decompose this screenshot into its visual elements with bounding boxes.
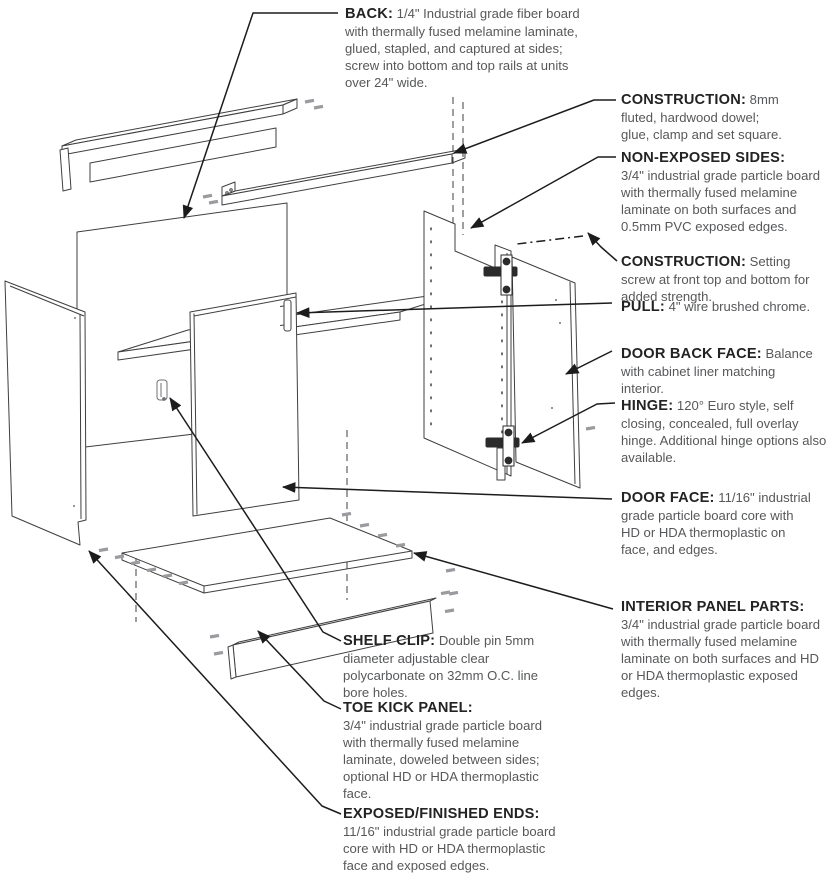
note-text: 3/4" industrial grade particle board wit… [343, 718, 542, 801]
note-text: Double pin 5mm diameter adjustable clear… [343, 633, 539, 700]
note-text: 4" wire brushed chrome. [668, 299, 811, 314]
hinge-top [483, 254, 518, 296]
leader-construction-dashdot [516, 235, 584, 245]
note-label: DOOR BACK FACE: [621, 346, 762, 362]
leader-toe-kick [257, 630, 342, 710]
note-label: CONSTRUCTION: [621, 92, 747, 108]
note-text: Setting screw at front top and bottom fo… [621, 254, 810, 304]
note-door-face: DOOR FACE: 11/16" industrial grade parti… [621, 489, 813, 558]
note-construction-screw: CONSTRUCTION: Setting screw at front top… [621, 253, 826, 305]
leader-interior-panel-parts [412, 551, 614, 610]
note-shelf-clip: SHELF CLIP: Double pin 5mm diameter adju… [343, 632, 557, 701]
note-non-exposed-sides: NON-EXPOSED SIDES: 3/4" industrial grade… [621, 149, 823, 235]
shelf-clip [156, 379, 168, 401]
top-rail-rear [221, 148, 466, 206]
note-label: INTERIOR PANEL PARTS: [621, 599, 805, 615]
leader-non-exposed-sides [470, 156, 616, 229]
leader-exposed-ends [88, 550, 342, 815]
hinge-bottom [485, 425, 520, 467]
note-back-text: 1/4" Industrial grade fiber board with t… [345, 6, 580, 90]
note-text: 120° Euro style, self closing, concealed… [621, 398, 826, 465]
note-interior-panel-parts: INTERIOR PANEL PARTS: 3/4" industrial gr… [621, 598, 826, 701]
leader-pull [295, 302, 613, 319]
leader-shelf-clip [169, 397, 342, 642]
note-label: DOOR FACE: [621, 490, 715, 506]
leader-construction-screw [587, 232, 618, 262]
bottom-panel [121, 517, 413, 594]
note-label: CONSTRUCTION: [621, 254, 747, 270]
note-back: BACK: 1/4" Industrial grade fiber board … [345, 5, 581, 91]
leader-construction-dowel [452, 99, 616, 154]
note-text: 8mm fluted, hardwood dowel; glue, clamp … [621, 92, 782, 142]
door-back-face-panel [511, 256, 581, 489]
leader-back [182, 12, 338, 220]
leader-door-face [281, 482, 613, 500]
note-label: EXPOSED/FINISHED ENDS: [343, 806, 540, 822]
note-door-back-face: DOOR BACK FACE: Balance with cabinet lin… [621, 345, 819, 397]
top-rail-front [59, 98, 298, 192]
note-label: HINGE: [621, 398, 674, 414]
note-label: NON-EXPOSED SIDES: [621, 150, 786, 166]
note-text: Balance with cabinet liner matching inte… [621, 346, 813, 396]
door-face-panel [189, 292, 300, 517]
note-text: 11/16" industrial grade particle board c… [621, 490, 811, 557]
note-back-label: BACK: [345, 6, 394, 22]
note-text: 3/4" industrial grade particle board wit… [621, 617, 820, 700]
left-end-panel [4, 280, 87, 546]
right-side-panel [423, 210, 512, 477]
note-text: 3/4" industrial grade particle board wit… [621, 168, 820, 234]
note-construction-dowel: CONSTRUCTION: 8mm fluted, hardwood dowel… [621, 91, 789, 143]
note-toe-kick-panel: TOE KICK PANEL: 3/4" industrial grade pa… [343, 699, 561, 802]
leader-hinge [521, 402, 616, 444]
note-text: 11/16" industrial grade particle board c… [343, 824, 556, 873]
pull-handle [279, 299, 292, 332]
note-pull: PULL: 4" wire brushed chrome. [621, 298, 821, 316]
note-exposed-finished-ends: EXPOSED/FINISHED ENDS: 11/16" industrial… [343, 805, 565, 874]
note-label: PULL: [621, 299, 665, 315]
dowel-pins [98, 98, 596, 656]
note-hinge: HINGE: 120° Euro style, self closing, co… [621, 397, 826, 466]
leader-door-back-face [565, 350, 613, 375]
note-label: TOE KICK PANEL: [343, 700, 473, 716]
note-label: SHELF CLIP: [343, 633, 436, 649]
